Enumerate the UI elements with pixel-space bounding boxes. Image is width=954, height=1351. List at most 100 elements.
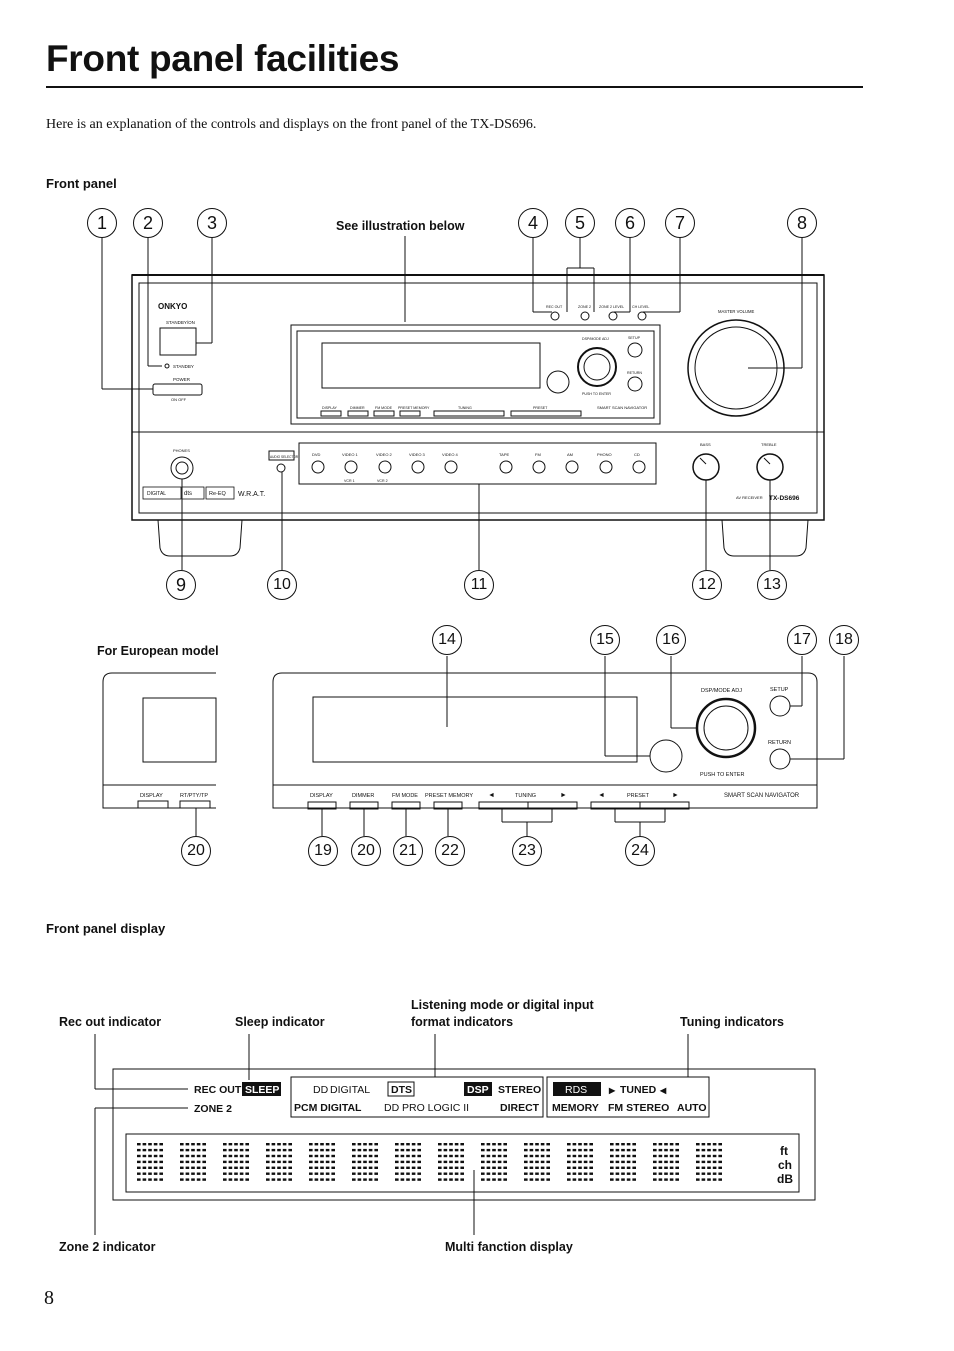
callout-11: 11 (464, 570, 494, 600)
input-dvd: DVD (312, 452, 321, 457)
panel2-label-smart-scan: SMART SCAN NAVIGATOR (724, 793, 800, 799)
input-video4: VIDEO 4 (442, 452, 459, 457)
label-power: POWER (173, 377, 191, 382)
label-phones: PHONES (173, 448, 190, 453)
callout-7: 7 (665, 208, 695, 238)
panel2-label-fmmode: FM MODE (392, 793, 418, 799)
label-rec-out: REC OUT (546, 305, 563, 309)
label-setup: SETUP (628, 336, 641, 340)
logo-reeq: Re-EQ (209, 491, 227, 497)
callout-21: 21 (393, 836, 423, 866)
label-zone2: ZONE 2 (578, 305, 591, 309)
callout-1: 1 (87, 208, 117, 238)
callout-2: 2 (133, 208, 163, 238)
ind-tuned-right-arrow: ◀ (659, 1086, 667, 1095)
label-return: RETURN (627, 371, 642, 375)
panel2-label-return: RETURN (768, 740, 791, 746)
heading-front-panel-display: Front panel display (46, 921, 166, 936)
matrix-char-cell (395, 1143, 421, 1181)
callout-15: 15 (590, 625, 620, 655)
label-sleep-indicator: Sleep indicator (235, 1015, 325, 1029)
matrix-char-cell (696, 1143, 722, 1181)
panel2-label-dimmer: DIMMER (352, 793, 374, 799)
panel2-label-dsp-mode-adj: DSP/MODE ADJ (701, 688, 742, 694)
ind-tuned: TUNED (620, 1084, 657, 1096)
callout-5: 5 (565, 208, 595, 238)
page-number: 8 (44, 1287, 54, 1309)
ind-dolby-symbol: DD (313, 1084, 329, 1096)
label-fmmode-btn: FM MODE (375, 406, 393, 410)
matrix-char-cell (653, 1143, 679, 1181)
euro-label-display: DISPLAY (140, 793, 163, 799)
label-ch-level: CH LEVEL (632, 305, 649, 309)
callout-20-european: 20 (181, 836, 211, 866)
input-video3: VIDEO 3 (409, 452, 426, 457)
label-standby: STANDBY (173, 364, 194, 369)
front-panel-display-illustration: REC OUT SLEEP ZONE 2 DD DIGITAL DTS DSP … (94, 1034, 816, 1235)
input-phono: PHONO (597, 452, 612, 457)
label-zone2-indicator: Zone 2 indicator (59, 1240, 156, 1254)
input-cd: CD (634, 452, 640, 457)
panel2-label-display: DISPLAY (310, 793, 333, 799)
ind-dts: DTS (391, 1084, 412, 1096)
label-tuning-indicators: Tuning indicators (680, 1015, 784, 1029)
callout-20: 20 (351, 836, 381, 866)
callout-24: 24 (625, 836, 655, 866)
label-master-volume: MASTER VOLUME (718, 309, 755, 314)
label-rec-out-indicator: Rec out indicator (59, 1015, 162, 1029)
label-dsp-mode-adj: DSP/MODE ADJ (582, 337, 609, 341)
callout-12: 12 (692, 570, 722, 600)
matrix-char-cell (567, 1143, 593, 1181)
euro-label-rt-pty-tp: RT/PTY/TP (180, 793, 208, 799)
heading-european-model: For European model (97, 644, 219, 658)
callout-8: 8 (787, 208, 817, 238)
label-preset-btn: PRESET (533, 406, 548, 410)
logo-dolby: DIGITAL (147, 491, 166, 497)
title-rule (46, 86, 863, 88)
matrix-char-cell (524, 1143, 550, 1181)
intro-text: Here is an explanation of the controls a… (46, 117, 537, 132)
ind-memory: MEMORY (552, 1102, 599, 1114)
input-tape: TAPE (499, 452, 509, 457)
tuning-right-arrow: ► (560, 792, 567, 799)
callout-10: 10 (267, 570, 297, 600)
ind-rec-out: REC OUT (194, 1084, 242, 1096)
callout-6: 6 (615, 208, 645, 238)
ind-dsp: DSP (467, 1084, 489, 1096)
label-bass: BASS (700, 442, 711, 447)
label-smart-scan: SMART SCAN NAVIGATOR (597, 405, 647, 410)
ind-fm-stereo: FM STEREO (608, 1102, 669, 1114)
ind-auto: AUTO (677, 1102, 707, 1114)
ind-tuned-left-arrow: ▶ (608, 1086, 616, 1095)
label-standby-on: STANDBY/ON (166, 320, 195, 325)
preset-left-arrow: ◄ (598, 792, 605, 799)
input-video2: VIDEO 2 (376, 452, 393, 457)
page-title: Front panel facilities (46, 38, 400, 79)
preset-right-arrow: ► (672, 792, 679, 799)
label-vcr1: VCR 1 (344, 479, 355, 483)
ind-rds: RDS (565, 1084, 587, 1096)
matrix-char-cell (352, 1143, 378, 1181)
panel2-label-tuning: TUNING (515, 793, 536, 799)
matrix-char-cell (266, 1143, 292, 1181)
ind-ft: ft (780, 1144, 788, 1158)
label-audio-selector: AUDIO SELECTOR (270, 455, 299, 459)
callout-4: 4 (518, 208, 548, 238)
tuning-left-arrow: ◄ (488, 792, 495, 799)
panel2-label-preset: PRESET (627, 793, 650, 799)
input-am: AM (567, 452, 573, 457)
brand-logo: ONKYO (158, 302, 187, 311)
label-push-to-enter: PUSH TO ENTER (582, 392, 611, 396)
label-preset-memory-btn: PRESET MEMORY (398, 406, 430, 410)
label-dimmer-btn: DIMMER (350, 406, 365, 410)
label-zone2-level: ZONE 2 LEVEL (599, 305, 624, 309)
ind-sleep: SLEEP (245, 1084, 279, 1096)
callout-17: 17 (787, 625, 817, 655)
ind-direct: DIRECT (500, 1102, 540, 1114)
logo-wrat: W.R.A.T. (238, 491, 265, 498)
callout-9: 9 (166, 570, 196, 600)
label-listening-mode-1: Listening mode or digital input (411, 998, 594, 1012)
ind-stereo: STEREO (498, 1084, 541, 1096)
input-fm: FM (535, 452, 541, 457)
ind-pcm-digital: PCM DIGITAL (294, 1102, 362, 1114)
